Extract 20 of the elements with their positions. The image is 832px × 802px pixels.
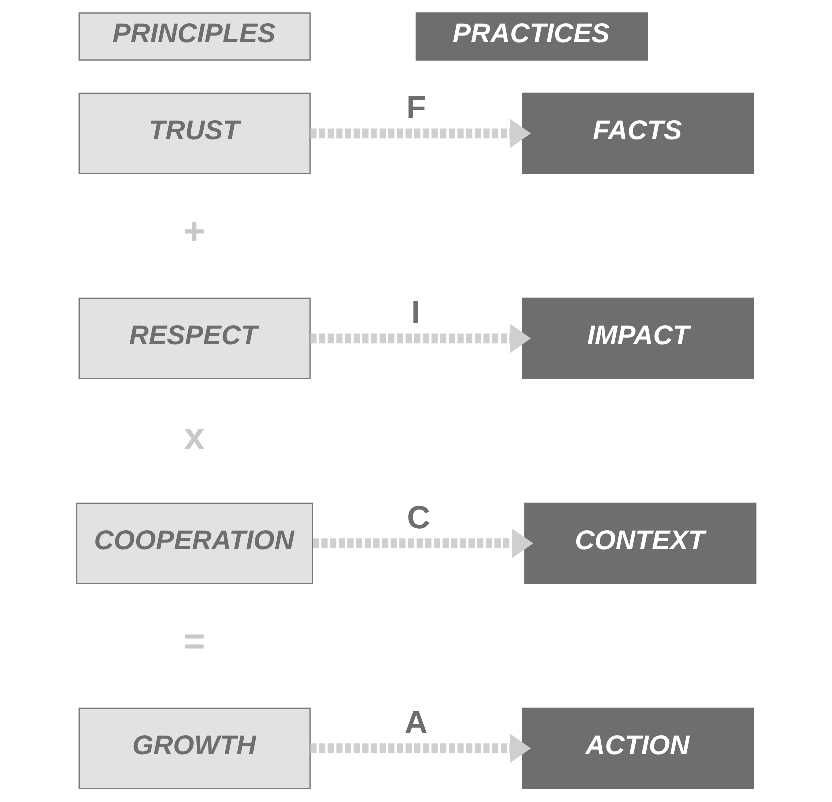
node-box: GROWTH bbox=[78, 708, 310, 790]
arrow bbox=[310, 119, 531, 148]
arrow bbox=[310, 324, 531, 354]
node-box: TRUST bbox=[78, 92, 310, 174]
label: + bbox=[183, 210, 205, 252]
edge-label: I bbox=[411, 294, 420, 331]
node-box: PRINCIPLES bbox=[78, 12, 310, 61]
edge-label: A bbox=[404, 704, 428, 741]
arrow bbox=[310, 734, 531, 764]
label: = bbox=[183, 620, 205, 662]
node-box: COOPERATION bbox=[76, 502, 313, 584]
node-box: CONTEXT bbox=[524, 502, 756, 584]
edge-label: C bbox=[406, 500, 430, 536]
node-box: RESPECT bbox=[78, 298, 310, 380]
node-box: FACTS bbox=[522, 92, 754, 174]
node-box: ACTION bbox=[522, 708, 754, 790]
node-box: IMPACT bbox=[522, 298, 754, 380]
edge-label: F bbox=[406, 90, 426, 126]
node-box: PRACTICES bbox=[415, 12, 648, 61]
arrow bbox=[312, 528, 533, 558]
